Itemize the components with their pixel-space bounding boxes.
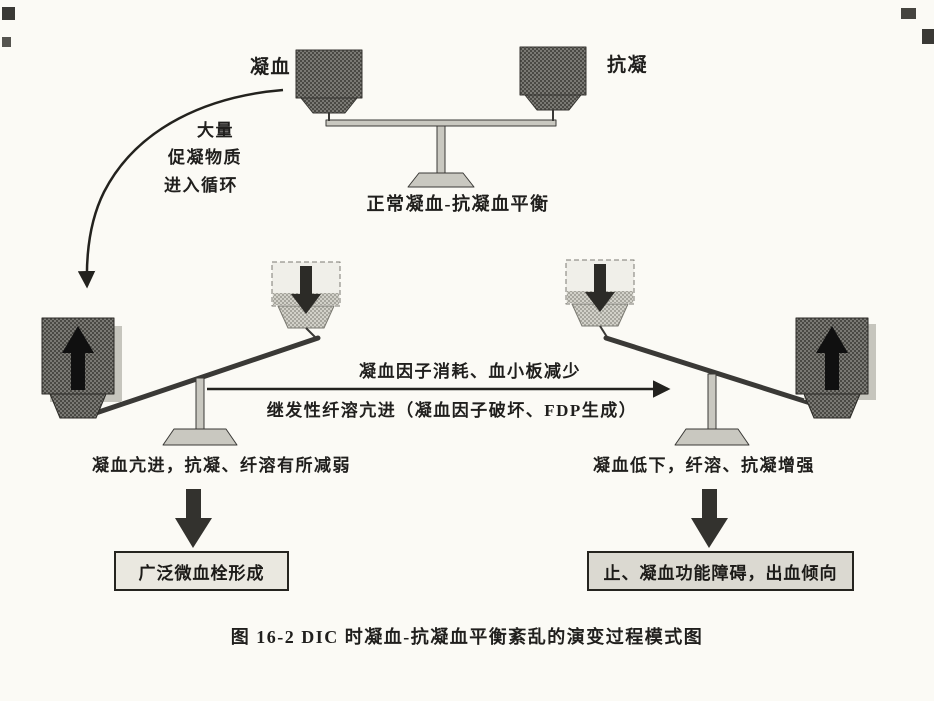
anticoagulation-reduced-weight [271,261,341,338]
weight-tip [49,393,107,419]
anticoagulation-label: 抗凝 [607,55,649,76]
weight-tip [300,97,358,114]
balance-pillar [195,377,205,431]
hyper-stage-caption: 凝血亢进，抗凝、纤溶有所减弱 [92,456,351,475]
balance-base [162,428,238,446]
figure-caption: 图 16-2 DIC 时凝血-抗凝血平衡紊乱的演变过程模式图 [230,627,704,647]
weight-tip [571,303,629,327]
hypo-outcome-box: 止、凝血功能障碍，出血倾向 [587,551,854,591]
coagulation-heavy-weight [41,317,122,419]
procoagulant-curved-arrow [77,88,284,289]
weight-hanger [305,327,316,338]
left-outcome-arrow [175,489,212,548]
trigger-line-1: 大量 [197,121,234,140]
coagulation-reduced-weight [565,259,635,338]
up-arrow-icon [816,326,848,390]
balance-pillar [436,125,446,175]
right-outcome-arrow [691,489,728,548]
arrow-head [175,518,212,548]
balance-pillar [707,373,717,431]
hypo-outcome-text: 止、凝血功能障碍，出血倾向 [603,563,838,583]
hyper-outcome-text: 广泛微血栓形成 [138,563,265,583]
progression-above-label: 凝血因子消耗、血小板减少 [359,362,581,381]
hyper-balance [41,261,341,446]
weight-tip [277,305,335,329]
progression-below-label: 继发性纤溶亢进（凝血因子破坏、FDP生成） [266,401,638,420]
weight-hanger [599,325,608,338]
balance-beam [325,119,557,127]
arrow-shaft [186,489,201,519]
coagulation-weight [295,49,363,114]
arrow-head [691,518,728,548]
arrow-shaft [702,489,717,519]
scan-artifact [901,8,916,19]
balance-base [674,428,750,446]
balance-base [407,172,475,188]
weight-body [519,46,587,96]
balance-beam [603,335,845,416]
scan-artifact [922,29,934,44]
weight-tip [803,393,861,419]
normal-balance [295,46,587,188]
trigger-line-3: 进入循环 [164,176,238,195]
down-arrow-icon [291,266,321,314]
anticoagulation-weight [519,46,587,111]
scan-artifact [2,37,11,47]
weight-tip [524,94,582,111]
coagulation-label: 凝血 [250,57,292,78]
up-arrow-icon [62,326,94,390]
down-arrow-icon [585,264,615,312]
scan-artifact [2,7,15,20]
balance-beam [87,335,321,418]
hyper-outcome-box: 广泛微血栓形成 [114,551,289,591]
trigger-line-2: 促凝物质 [168,148,242,167]
weight-body [295,49,363,99]
fibrinolysis-heavy-weight [795,317,876,419]
normal-balance-caption: 正常凝血-抗凝血平衡 [366,194,550,214]
hypo-stage-caption: 凝血低下，纤溶、抗凝增强 [593,456,815,475]
hypo-balance [565,259,876,446]
scan-artifacts [2,7,934,47]
